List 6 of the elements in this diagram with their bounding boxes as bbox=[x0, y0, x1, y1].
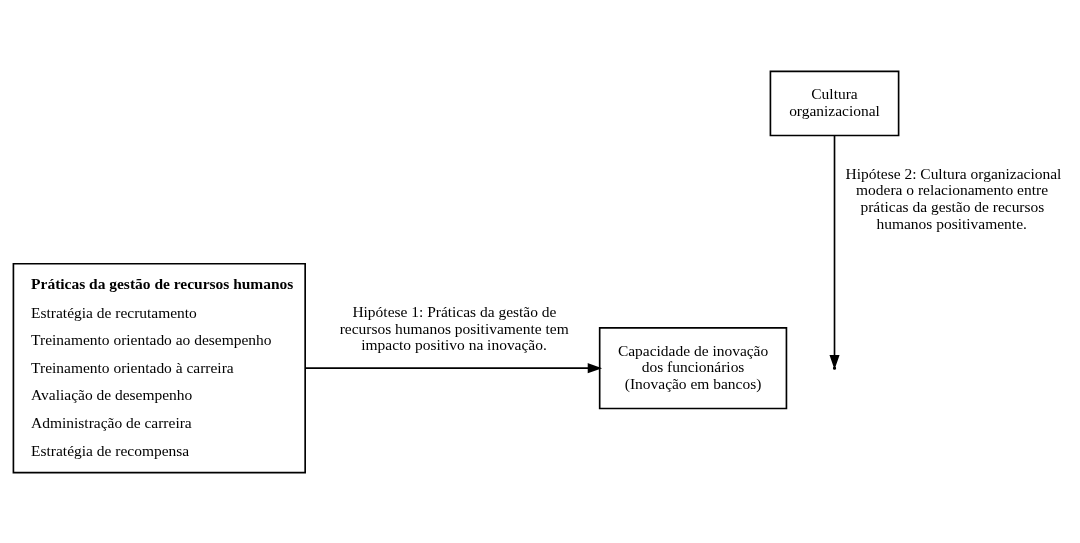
node-box: Práticas da gestão de recursos humanos Estratégia de recrutamento Treinamento orientado ao desempenho Treinamento orientado à carreira Avaliação de desempenho Administração de carreira Estratégia de recompensa bbox=[12, 262, 306, 473]
arrow bbox=[304, 362, 603, 373]
edge-label: Hipótese 1: Práticas da gestão de recursos humanos positivamente tem impacto positivo na inovação. bbox=[339, 302, 569, 353]
node-box: Capacidade de inovação dos funcionários (Inovação em bancos) bbox=[598, 326, 788, 409]
edge-label: Hipótese 2: Cultura organizacional modera o relacionamento entre práticas da gestão de recursos humanos positivamente. bbox=[845, 164, 1062, 232]
node-box: Cultura organizacional bbox=[769, 70, 900, 136]
